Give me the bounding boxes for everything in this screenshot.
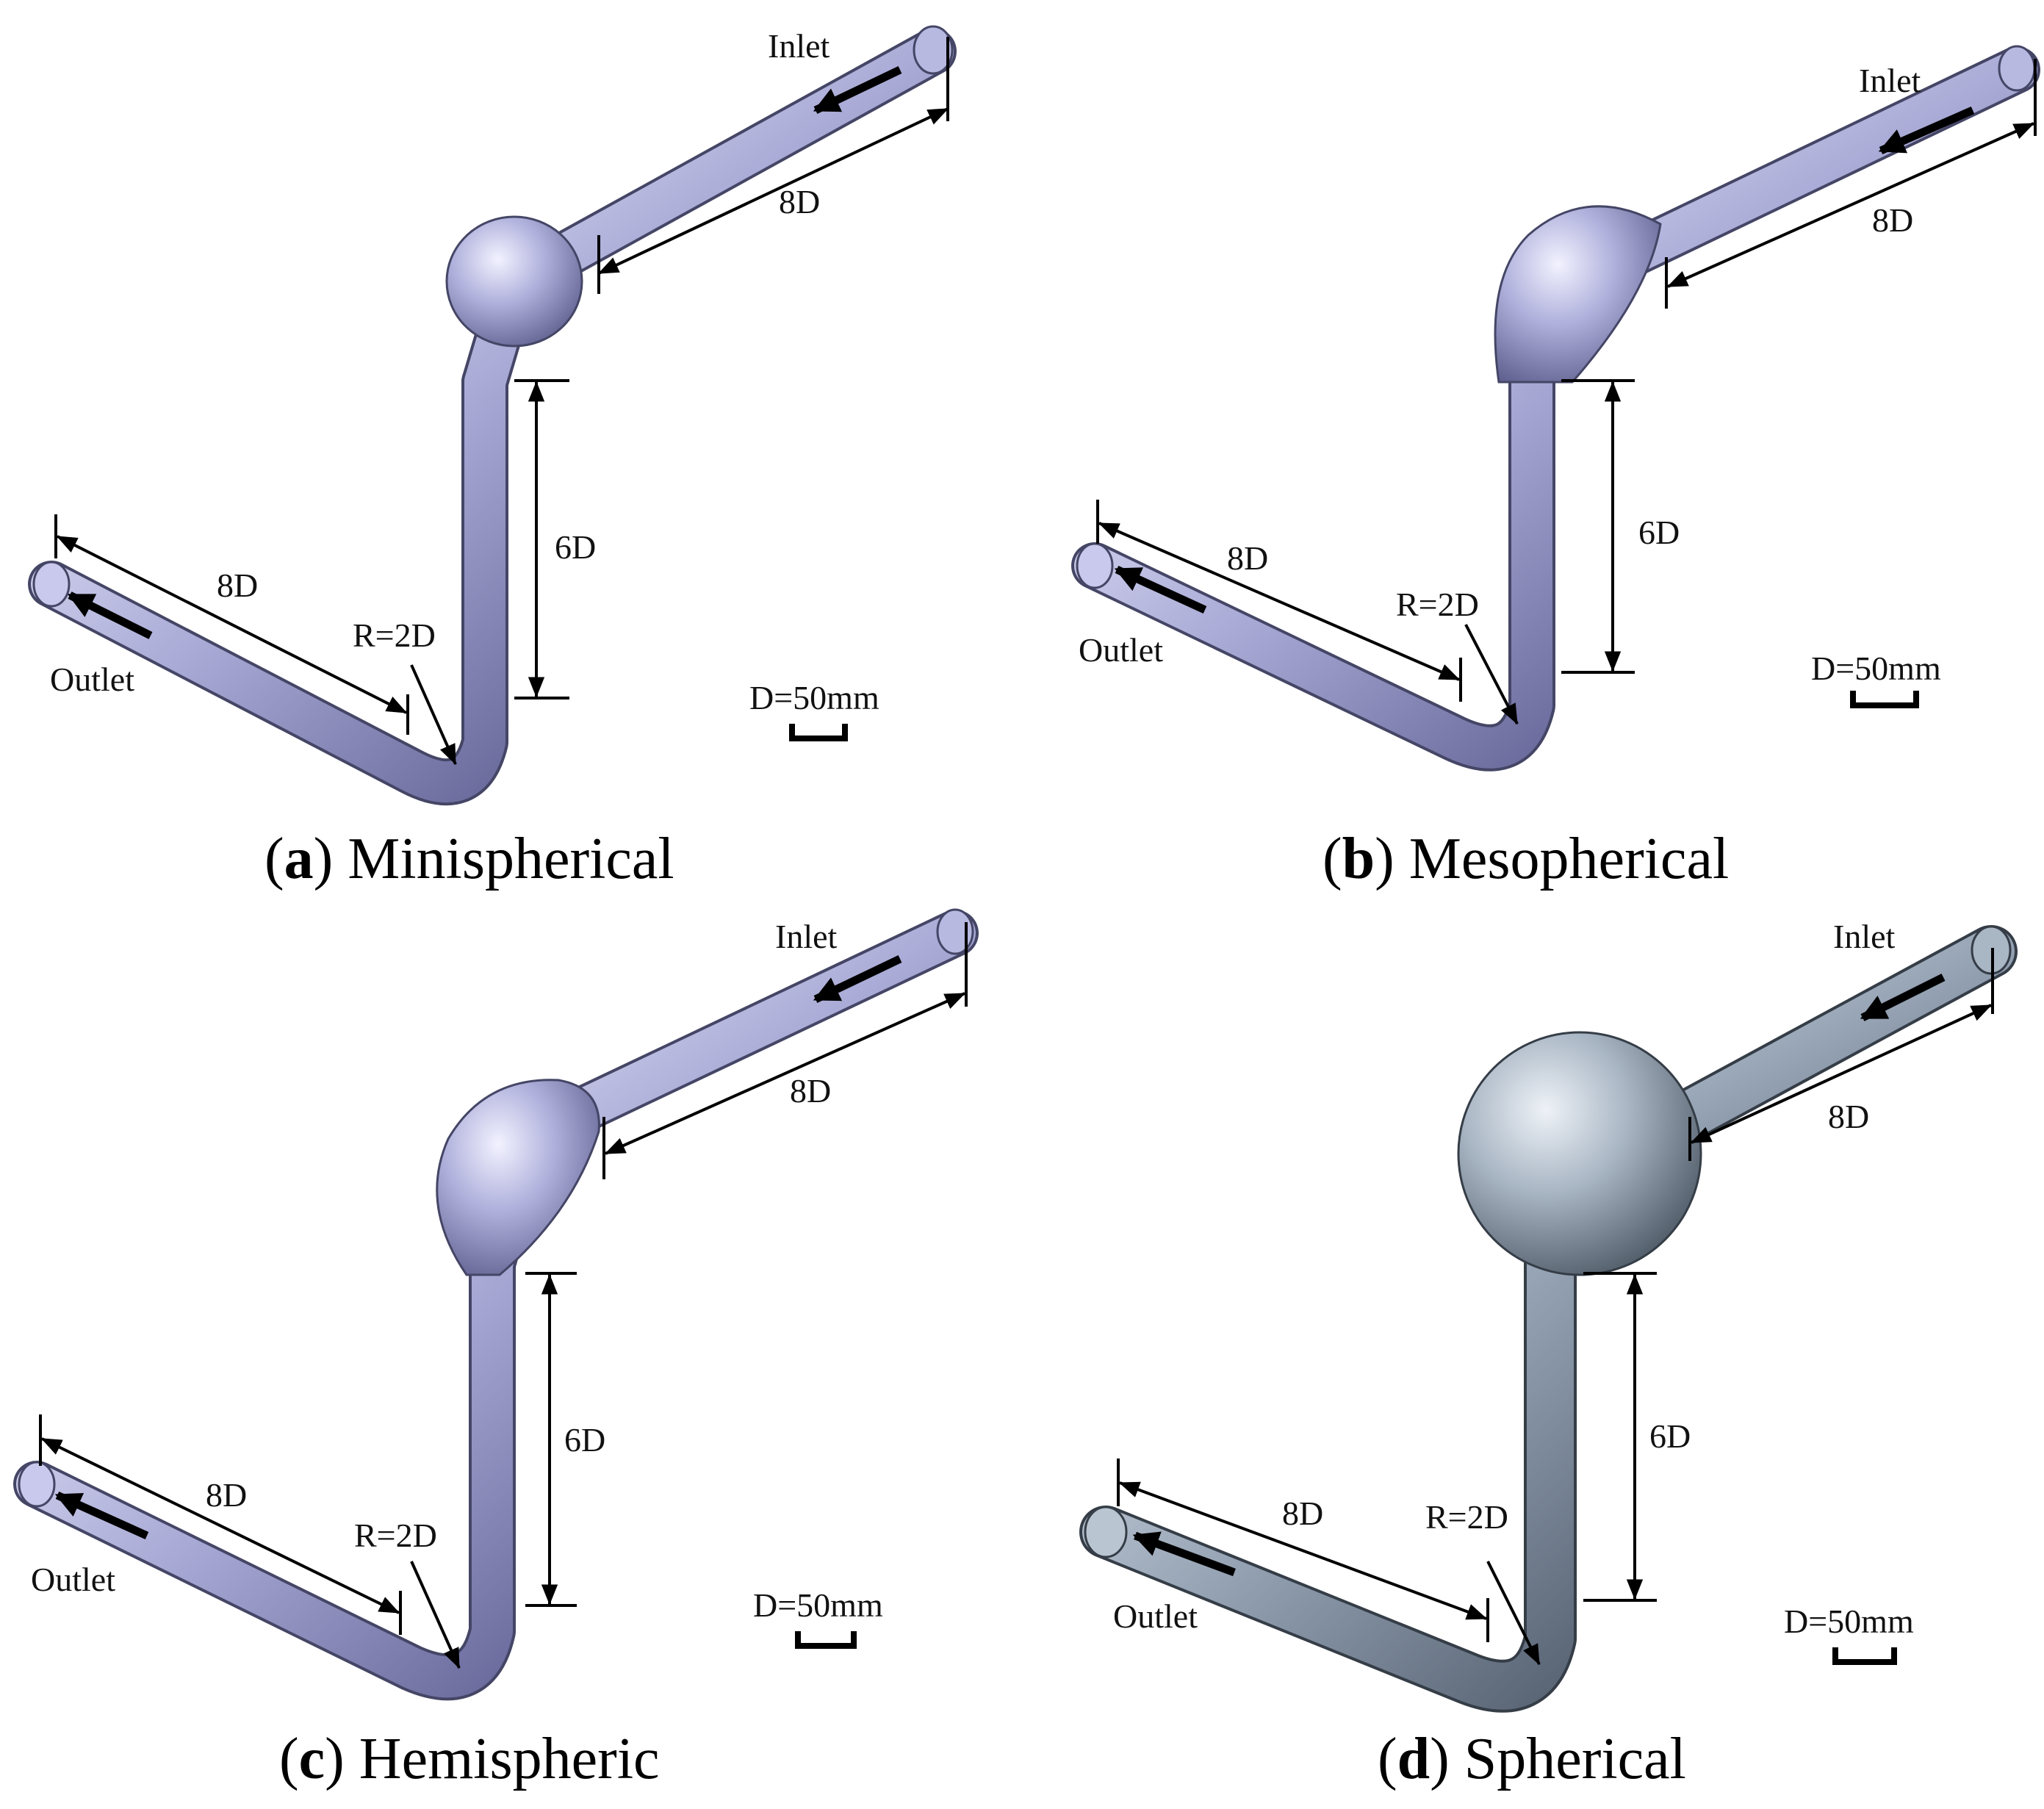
panel-caption: (a) Minispherical [265,827,674,891]
junction-bulb [1494,205,1662,384]
pipe-end-cap [18,1461,56,1508]
pipe-end-cap [1084,1506,1128,1558]
panel-caption: (b) Mesopherical [1323,827,1729,891]
dimension-lines [1117,948,1994,1666]
panel-a-minispherical: Inlet 8D 6D 8D Outlet R=2D D=50mm (a) Mi… [28,25,957,891]
pipe-body [13,910,979,1701]
panel-letter: a [284,827,314,891]
dimension-lines [39,922,968,1669]
panel-letter: b [1342,827,1375,891]
riser-length-label: 6D [1649,1417,1691,1455]
inlet-length-label: 8D [1828,1098,1869,1135]
diameter-label: D=50mm [753,1586,883,1624]
outlet-label: Outlet [50,661,134,698]
panel-title: Hemispheric [359,1727,660,1791]
diameter-label: D=50mm [1784,1603,1914,1640]
pipe-end-cap [913,25,954,75]
inlet-label: Inlet [775,918,838,955]
panel-caption: (d) Spherical [1378,1727,1686,1791]
bend-radius-label: R=2D [354,1517,437,1554]
outlet-length-label: 8D [1227,539,1268,577]
bend-radius-label: R=2D [1425,1498,1508,1536]
pipe-body [28,28,957,806]
panel-c-hemispheric: Inlet 8D 6D 8D Outlet R=2D D=50mm (c) He… [13,908,979,1791]
inlet-label: Inlet [1833,918,1896,955]
riser-length-label: 6D [555,528,596,566]
pipe-body [1071,46,2040,772]
riser-length-label: 6D [1638,514,1680,551]
panel-caption: (c) Hemispheric [279,1727,660,1791]
junction-sphere [1457,1031,1702,1276]
inlet-label: Inlet [768,27,830,65]
panel-title: Spherical [1464,1727,1686,1791]
inlet-length-label: 8D [790,1072,831,1110]
panel-title: Mesopherical [1409,827,1729,891]
dimension-lines [54,37,949,766]
inlet-length-label: 8D [1872,201,1913,239]
outlet-length-label: 8D [1282,1495,1323,1532]
inlet-length-label: 8D [779,183,820,220]
bend-radius-label: R=2D [1396,586,1479,623]
panel-b-mesopherical: Inlet 8D 6D 8D Outlet R=2D D=50mm (b) Me… [1071,45,2040,891]
panel-title: Minispherical [348,827,674,891]
diameter-label: D=50mm [1811,650,1941,687]
outlet-label: Outlet [31,1561,115,1598]
junction-hemisphere [436,1079,600,1276]
pipe-end-cap [32,561,71,608]
pipe-end-cap [1076,542,1114,589]
bend-radius-label: R=2D [353,616,436,654]
pipe-end-cap [936,908,974,955]
inlet-label: Inlet [1859,62,1921,99]
dimension-lines [1096,59,2037,725]
panel-d-spherical: Inlet 8D 6D 8D Outlet R=2D D=50mm (d) Sp… [1079,918,2018,1791]
outlet-length-label: 8D [217,567,258,604]
riser-length-label: 6D [564,1421,605,1459]
outlet-length-label: 8D [206,1476,247,1514]
diameter-label: D=50mm [749,679,879,716]
outlet-label: Outlet [1079,631,1163,669]
panel-letter: d [1397,1727,1431,1791]
panel-letter: c [299,1727,325,1791]
junction-bulb [445,215,583,348]
pipe-end-cap [1998,45,2036,92]
outlet-label: Outlet [1113,1597,1198,1635]
